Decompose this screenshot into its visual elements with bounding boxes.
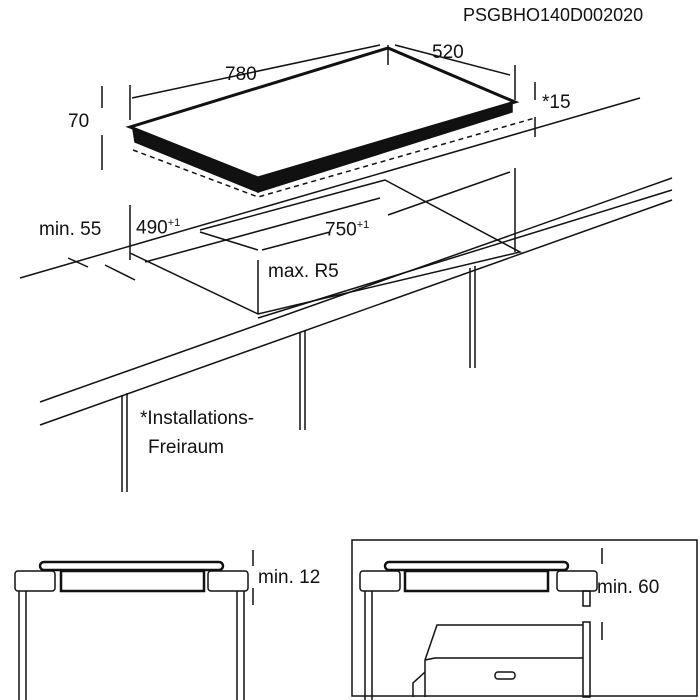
radius-label: max. R5 [268, 261, 339, 282]
cutout-width-tolerance: +1 [356, 219, 370, 231]
cutout-width-value: 750 [325, 219, 357, 241]
height-dimension: 70 [68, 111, 90, 132]
note-line-2: Freiraum [148, 437, 225, 458]
hob-3d [101, 44, 536, 198]
cutout-depth-dimension: 490+1 [136, 217, 181, 239]
width-dimension: 780 [225, 64, 257, 85]
cutout-depth-tolerance: +1 [167, 217, 181, 229]
note-line-1: *Installations- [140, 408, 255, 429]
min-12-label: min. 12 [258, 567, 321, 588]
cabinet-legs [121, 266, 476, 492]
countertop [19, 97, 673, 426]
min-60-label: min. 60 [597, 577, 660, 598]
cutout-width-dimension: 750+1 [325, 219, 370, 241]
clearance-dimension: *15 [542, 92, 571, 113]
document-code: PSGBHO140D002020 [463, 5, 644, 25]
cutout-depth-value: 490 [136, 217, 168, 239]
edge-min-dimension: min. 55 [39, 219, 102, 240]
depth-dimension: 520 [432, 42, 464, 63]
section-left [14, 550, 254, 700]
section-right [351, 539, 698, 700]
